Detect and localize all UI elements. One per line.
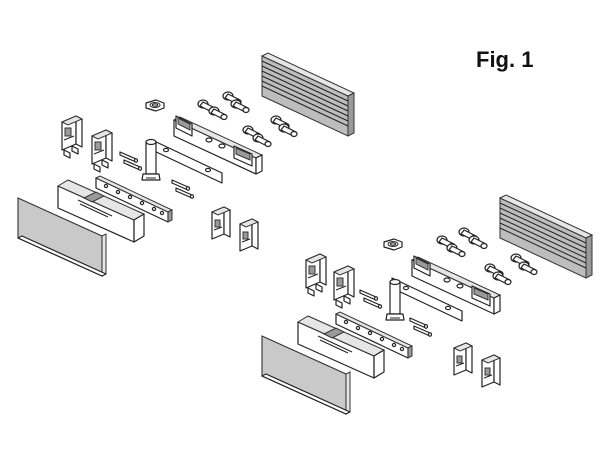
clamp-bracket — [91, 129, 113, 173]
small-clamp — [239, 218, 259, 252]
small-clamp — [211, 206, 231, 240]
pin — [171, 179, 191, 191]
hex-nut — [383, 238, 403, 251]
hex-nut — [145, 99, 165, 112]
bolt — [446, 243, 466, 258]
bolt — [278, 123, 298, 138]
pin — [123, 159, 143, 171]
pin — [175, 187, 195, 199]
pin — [119, 151, 139, 163]
bolt — [468, 235, 488, 250]
bolt — [208, 106, 228, 121]
bolt — [518, 261, 538, 276]
rail-profile — [499, 194, 593, 279]
clamp-bracket — [333, 265, 355, 309]
clamp-bracket — [61, 115, 83, 159]
pin — [413, 325, 433, 337]
bolt — [230, 99, 250, 114]
small-clamp — [453, 342, 473, 376]
bolt — [492, 271, 512, 286]
assembly-left — [17, 52, 355, 277]
figure-label: Fig. 1 — [476, 47, 533, 72]
assembly-right — [261, 194, 593, 415]
pin — [409, 317, 429, 329]
pin — [359, 289, 379, 301]
pin — [363, 297, 383, 309]
small-clamp — [481, 354, 501, 388]
clamp-bracket — [305, 253, 327, 297]
bolt — [252, 133, 272, 148]
